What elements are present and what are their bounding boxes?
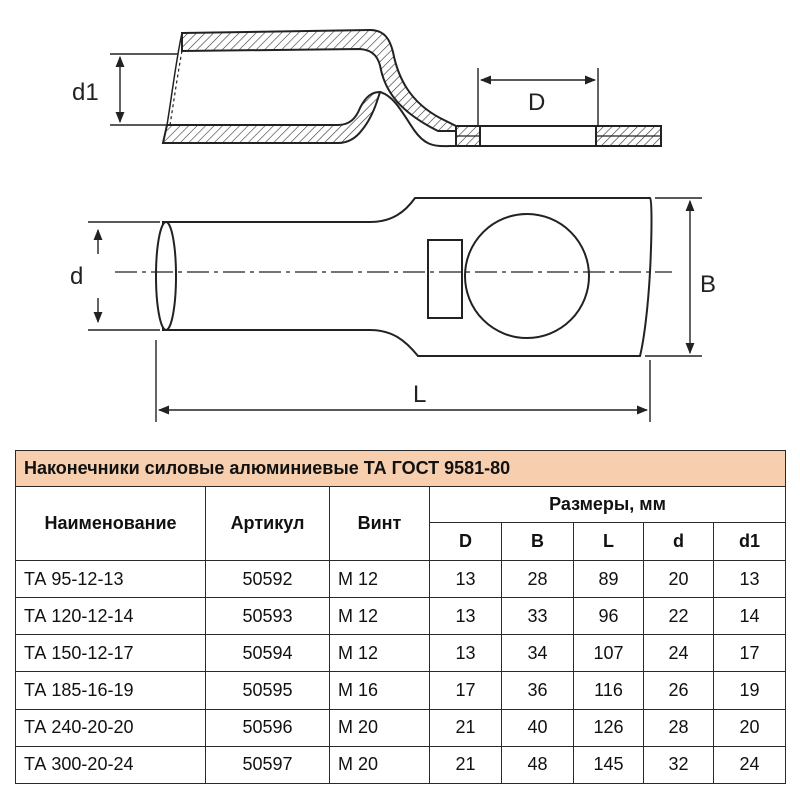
cell-L: 145 (573, 745, 644, 785)
table-row: ТА 150-12-17 50594 М 12 13 34 107 24 17 (15, 634, 787, 673)
cell-L: 96 (573, 597, 644, 636)
cell-d1: 19 (712, 671, 787, 710)
label-d1: d1 (72, 79, 99, 106)
cell-screw: М 20 (329, 708, 430, 747)
cell-B: 34 (501, 634, 574, 673)
label-D: D (528, 89, 545, 116)
cell-article: 50593 (205, 597, 330, 636)
cell-D: 13 (429, 597, 502, 636)
cell-d: 22 (643, 597, 714, 636)
table-title: Наконечники силовые алюминиевые ТА ГОСТ … (14, 450, 787, 487)
cell-article: 50597 (205, 745, 330, 785)
cell-L: 107 (573, 634, 644, 673)
table-row: ТА 240-20-20 50596 М 20 21 40 126 28 20 (15, 708, 787, 747)
cell-d: 26 (643, 671, 714, 710)
cell-d: 28 (643, 708, 714, 747)
label-L: L (413, 381, 426, 408)
header-size-B: B (501, 522, 574, 561)
bolt-hole (464, 213, 590, 339)
specs-table: Наконечники силовые алюминиевые ТА ГОСТ … (14, 450, 787, 785)
cell-name: ТА 120-12-14 (15, 597, 206, 636)
cell-D: 13 (429, 559, 502, 599)
cell-D: 13 (429, 634, 502, 673)
cell-screw: М 16 (329, 671, 430, 710)
barrel-upper-wall (181, 28, 457, 132)
cell-name: ТА 240-20-20 (15, 708, 206, 747)
cell-B: 36 (501, 671, 574, 710)
cell-article: 50595 (205, 671, 330, 710)
dimension-d1 (110, 53, 178, 126)
table-row: ТА 95-12-13 50592 М 12 13 28 89 20 13 (15, 559, 787, 599)
cell-d: 24 (643, 634, 714, 673)
cell-d1: 20 (712, 708, 787, 747)
barrel-lower-wall (161, 90, 382, 144)
bend-outer-contour (379, 91, 456, 148)
cell-article: 50594 (205, 634, 330, 673)
table-row: ТА 185-16-19 50595 М 16 17 36 116 26 19 (15, 671, 787, 710)
header-size-d1: d1 (712, 522, 787, 561)
cell-D: 21 (429, 745, 502, 785)
cell-screw: М 20 (329, 745, 430, 785)
cell-B: 48 (501, 745, 574, 785)
dimension-D (477, 68, 599, 126)
bolt-hole-section (479, 125, 597, 147)
dimension-B (645, 197, 702, 357)
header-name: Наименование (15, 486, 206, 561)
crimp-window (427, 239, 463, 319)
cell-D: 21 (429, 708, 502, 747)
header-screw: Винт (329, 486, 430, 561)
cell-article: 50592 (205, 559, 330, 599)
cell-d1: 17 (712, 634, 787, 673)
barrel-end-ellipse (155, 221, 177, 331)
cell-screw: М 12 (329, 634, 430, 673)
table-row: ТА 120-12-14 50593 М 12 13 33 96 22 14 (15, 597, 787, 636)
cell-L: 126 (573, 708, 644, 747)
cell-L: 116 (573, 671, 644, 710)
header-size-L: L (573, 522, 644, 561)
cell-B: 33 (501, 597, 574, 636)
dimension-d (88, 221, 160, 331)
cell-screw: М 12 (329, 559, 430, 599)
lug-technical-drawing: d1 D d B L (70, 28, 716, 422)
header-size-D: D (429, 522, 502, 561)
cell-d: 32 (643, 745, 714, 785)
top-plan-view (155, 197, 653, 357)
cell-d1: 24 (712, 745, 787, 785)
cell-L: 89 (573, 559, 644, 599)
cell-name: ТА 95-12-13 (15, 559, 206, 599)
label-B: B (700, 271, 716, 298)
dimension-L (155, 340, 651, 422)
header-article: Артикул (205, 486, 330, 561)
barrel-open-end (166, 32, 183, 126)
cell-B: 28 (501, 559, 574, 599)
label-d: d (70, 263, 83, 290)
cell-screw: М 12 (329, 597, 430, 636)
cell-d: 20 (643, 559, 714, 599)
header-size-d: d (643, 522, 714, 561)
cell-B: 40 (501, 708, 574, 747)
side-section-view (161, 28, 662, 148)
cell-name: ТА 300-20-24 (15, 745, 206, 785)
cell-d1: 13 (712, 559, 787, 599)
header-sizes: Размеры, мм (428, 486, 787, 523)
cell-d1: 14 (712, 597, 787, 636)
cell-name: ТА 150-12-17 (15, 634, 206, 673)
cell-name: ТА 185-16-19 (15, 671, 206, 710)
table-row: ТА 300-20-24 50597 М 20 21 48 145 32 24 (15, 745, 787, 785)
cell-D: 17 (429, 671, 502, 710)
cell-article: 50596 (205, 708, 330, 747)
